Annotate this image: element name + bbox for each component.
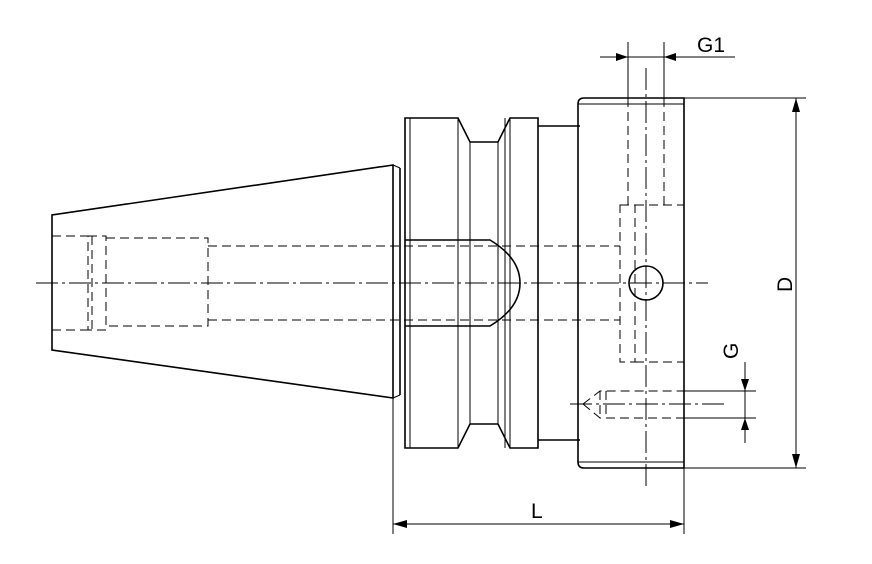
center-lines (36, 68, 724, 488)
head-body (577, 97, 685, 469)
dimension-g (684, 362, 756, 443)
neck (538, 125, 580, 441)
dimension-d (684, 97, 806, 469)
dimension-label-d: D (774, 277, 797, 292)
hidden-screw-g (582, 390, 684, 419)
dimension-g1 (600, 42, 735, 98)
hidden-screw-g1 (627, 98, 665, 205)
dimension-label-l: L (531, 500, 543, 523)
dimension-l (392, 398, 685, 534)
dimension-label-g: G (720, 343, 743, 359)
taper-shank (51, 164, 401, 399)
dimension-label-g1: G1 (697, 34, 725, 57)
